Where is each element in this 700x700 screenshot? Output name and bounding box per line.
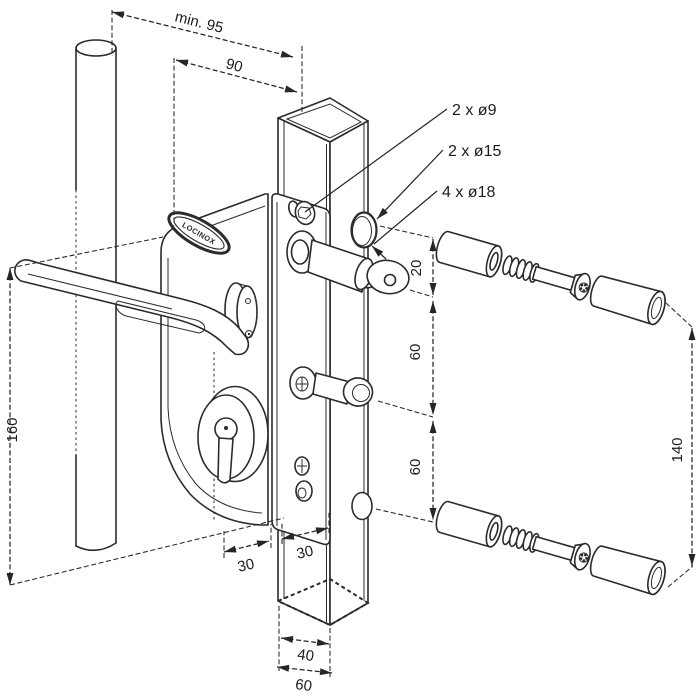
dim-label-30-left: 30 — [236, 555, 256, 575]
dimension-140: 140 — [665, 302, 696, 588]
euro-cylinder — [197, 385, 269, 484]
lower-screws — [294, 456, 313, 502]
fastener-set-bottom — [435, 500, 666, 596]
dim-label-min-95: min. 95 — [173, 8, 225, 36]
dim-label-160: 160 — [4, 417, 21, 442]
post-holes — [350, 211, 378, 521]
deadbolt-pin — [312, 372, 374, 407]
dim-label-90: 90 — [224, 55, 245, 76]
dimension-30-left: 30 — [223, 524, 272, 576]
mounting-plate — [271, 193, 331, 546]
dimension-chain-right: 20 60 60 — [375, 225, 437, 523]
deadbolt-hub — [289, 366, 317, 400]
fastener-set-top — [435, 230, 666, 326]
dimension-90: 90 — [173, 55, 298, 226]
dim-label-60-lower: 60 — [407, 459, 424, 476]
callout-2xd9: 2 x ø9 — [452, 102, 497, 119]
dim-label-40: 40 — [296, 646, 315, 665]
hole-d15 — [350, 211, 378, 249]
lever-handle — [14, 259, 250, 356]
lock-case: LOCINOX — [160, 193, 269, 526]
dimension-min-95: min. 95 — [111, 8, 303, 114]
callout-4xd18: 4 x ø18 — [442, 184, 495, 201]
dim-label-60-post: 60 — [294, 676, 313, 695]
dimension-40-60-bottom: 40 60 — [276, 606, 333, 695]
top-screw — [287, 200, 316, 226]
dimension-160: 160 — [4, 236, 285, 586]
dim-label-20: 20 — [408, 260, 425, 277]
latch-bolt — [307, 239, 410, 295]
hole-d18 — [351, 491, 373, 521]
hole-callouts: 2 x ø9 2 x ø15 4 x ø18 — [304, 102, 501, 260]
dimension-30-right: 30 — [281, 512, 330, 563]
callout-2xd15: 2 x ø15 — [448, 143, 501, 160]
dim-label-140: 140 — [669, 437, 686, 462]
dim-label-30-right: 30 — [295, 542, 315, 562]
dim-label-60-upper: 60 — [407, 344, 424, 361]
